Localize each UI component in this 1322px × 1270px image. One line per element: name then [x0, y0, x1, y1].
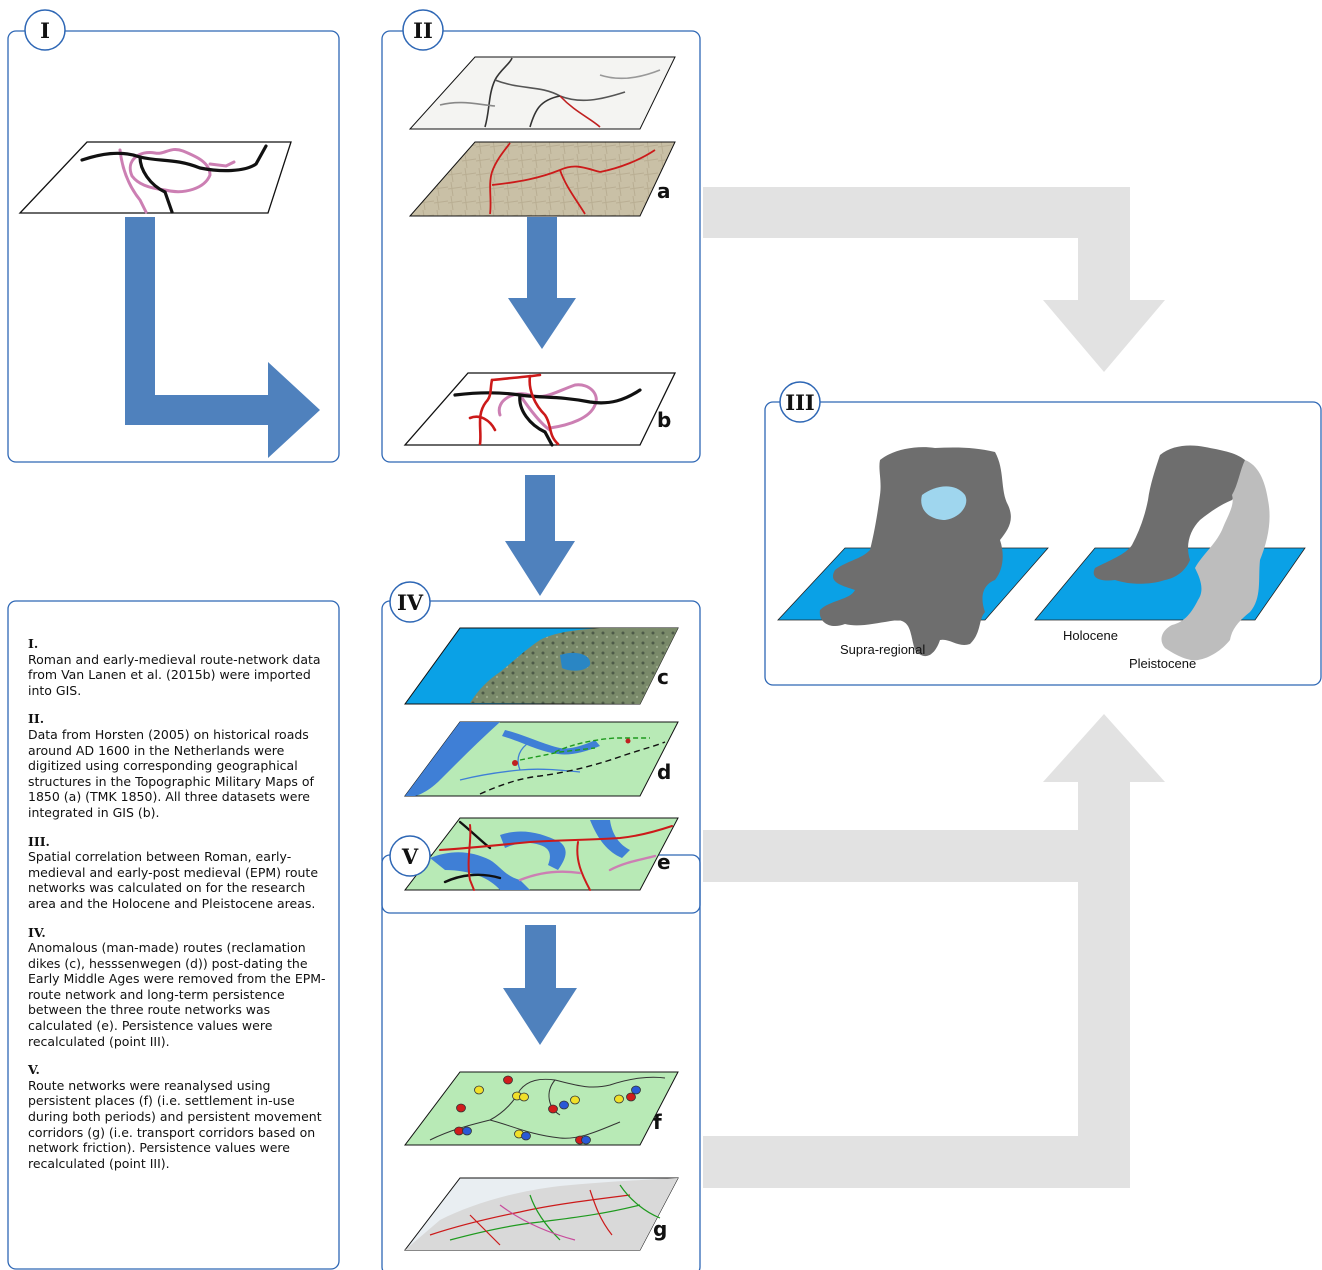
ijsselmeer-supra — [921, 486, 967, 520]
description-frame — [7, 600, 340, 1270]
panel-ii-layers: a b — [403, 56, 677, 447]
blue-arrow-i-to-ii — [125, 217, 320, 458]
place-marker — [559, 1100, 569, 1110]
description-section-iii: III. Spatial correlation between Roman, … — [28, 834, 328, 912]
layer-plane-a — [408, 141, 676, 217]
panel-ii-frame — [381, 30, 701, 463]
map-label-pleistocene: Pleistocene — [1129, 656, 1196, 671]
persistent-places-f — [454, 1075, 641, 1145]
route-network-b — [453, 373, 642, 447]
panel-v-label: V — [401, 844, 419, 869]
panel-iv-frame — [381, 600, 701, 914]
place-marker — [631, 1085, 641, 1095]
route-network-ii-top — [439, 57, 661, 128]
grey-arrow-iv-v-to-iii — [703, 714, 1165, 1188]
place-marker — [456, 1103, 466, 1113]
route-network-f — [429, 1076, 666, 1141]
panel-iv-label: IV — [397, 590, 424, 615]
layer-label-b: b — [657, 408, 671, 432]
water-ribbon-d — [502, 730, 600, 755]
panel-i-badge: I — [24, 9, 66, 51]
route-network-a — [489, 142, 656, 215]
holocene-map — [1093, 445, 1246, 584]
section-heading: III. — [28, 833, 50, 849]
blue-arrow-ii-to-iv — [505, 475, 575, 596]
panel-iv-badge: IV — [389, 581, 431, 623]
panel-ii-label: II — [413, 18, 433, 43]
panel-iv-layers: c d e — [403, 627, 679, 891]
water-d — [405, 722, 500, 796]
place-marker — [581, 1135, 591, 1145]
section-text: Spatial correlation between Roman, early… — [28, 849, 319, 911]
grey-arrows — [703, 187, 1165, 1188]
place-marker — [521, 1131, 531, 1141]
lake-c — [560, 652, 591, 671]
description-text: I. Roman and early-medieval route-networ… — [28, 636, 328, 1184]
blue-arrows — [125, 217, 577, 1045]
section-text: Anomalous (man-made) routes (reclamation… — [28, 940, 326, 1049]
pleistocene-map — [1161, 460, 1270, 661]
layer-label-c: c — [657, 665, 669, 689]
description-section-i: I. Roman and early-medieval route-networ… — [28, 636, 328, 698]
map-label-supra: Supra-regional — [840, 642, 925, 657]
panel-iii-badge: III — [779, 381, 821, 423]
corridors-g — [429, 1184, 661, 1246]
layer-label-f: f — [653, 1110, 662, 1134]
description-section-v: V. Route networks were reanalysed using … — [28, 1062, 328, 1171]
layer-plane-ii-top — [408, 56, 676, 130]
blue-arrow-a-to-b — [508, 217, 576, 349]
panel-v-layers: f g — [403, 1071, 679, 1251]
place-marker — [570, 1095, 580, 1105]
section-text: Roman and early-medieval route-network d… — [28, 651, 321, 698]
grey-arrow-ii-to-iii — [703, 187, 1165, 372]
place-marker — [519, 1092, 529, 1102]
panel-i-label: I — [40, 18, 50, 43]
panel-ii-badge: II — [402, 9, 444, 51]
map-label-holocene: Holocene — [1063, 628, 1118, 643]
section-heading: I. — [28, 636, 39, 651]
layer-label-e: e — [657, 850, 671, 874]
section-heading: V. — [28, 1062, 40, 1078]
place-marker — [462, 1126, 472, 1136]
section-text: Route networks were reanalysed using per… — [28, 1077, 322, 1171]
section-heading: IV. — [28, 924, 46, 940]
description-section-iv: IV. Anomalous (man-made) routes (reclama… — [28, 925, 328, 1050]
panel-i-layer — [18, 141, 292, 214]
route-network-e — [439, 820, 673, 891]
place-marker — [548, 1104, 558, 1114]
blue-arrow-iv-to-v — [503, 925, 577, 1045]
panel-badges: I II III IV V — [24, 9, 821, 877]
place-marker — [626, 1092, 636, 1102]
panel-iii-frame — [764, 401, 1322, 686]
route-network-d — [459, 737, 666, 795]
place-marker — [474, 1085, 484, 1095]
section-text: Data from Horsten (2005) on historical r… — [28, 726, 314, 820]
panel-i-frame — [7, 30, 340, 463]
place-marker — [614, 1094, 624, 1104]
route-network-i — [80, 144, 268, 214]
layer-label-a: a — [657, 179, 671, 203]
layer-label-d: d — [657, 760, 671, 784]
layer-plane-f — [403, 1071, 679, 1146]
section-heading: II. — [28, 711, 45, 727]
panel-iii-label: III — [785, 390, 814, 415]
layer-label-g: g — [653, 1217, 667, 1241]
panel-iii-maps: Supra-regional Holocene Pleistocene — [777, 445, 1306, 671]
description-section-ii: II. Data from Horsten (2005) on historic… — [28, 711, 328, 820]
panel-v-badge: V — [389, 835, 431, 877]
place-marker — [503, 1075, 513, 1085]
